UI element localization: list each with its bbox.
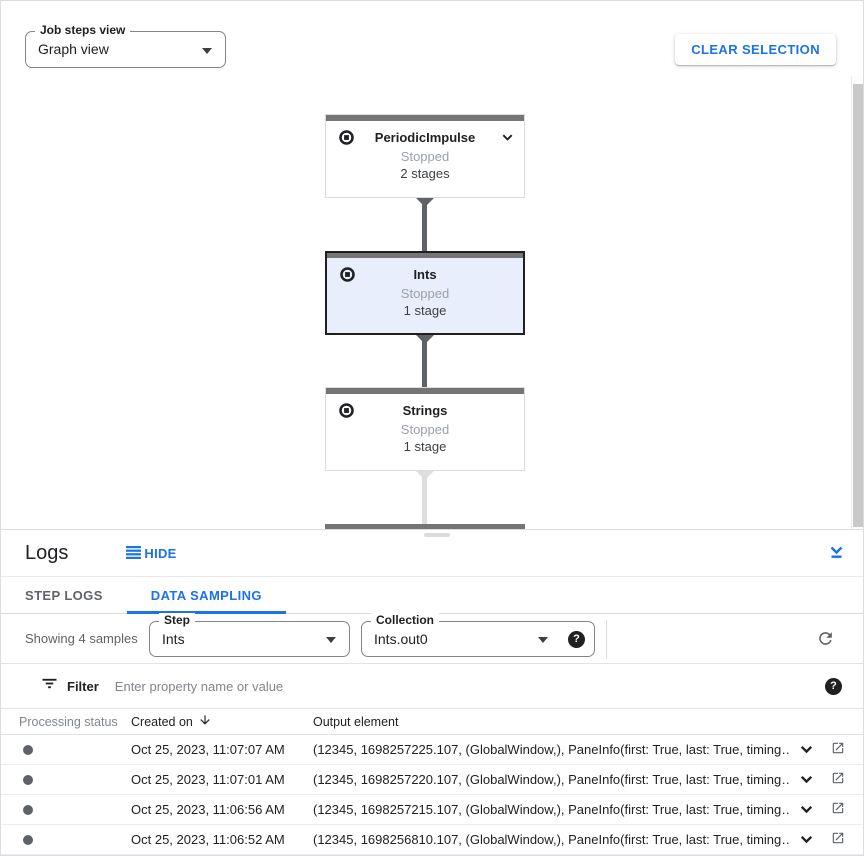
vertical-divider [606,619,607,658]
node-top-bar [326,388,524,394]
logs-tabs: STEP LOGS DATA SAMPLING [1,576,863,614]
graph-node-ints[interactable]: Ints Stopped 1 stage [325,251,525,335]
job-steps-view-value: Graph view [38,41,109,57]
step-select-value: Ints [162,630,185,647]
stopped-status-icon [339,266,356,288]
stopped-status-icon [338,129,355,151]
open-in-new-icon[interactable] [823,831,853,849]
expand-row-chevron-icon[interactable] [789,801,823,819]
logs-header: Logs HIDE [1,530,863,576]
filter-icon [41,676,58,696]
showing-samples-text: Showing 4 samples [25,631,138,646]
node-title: Ints [413,267,437,282]
collapse-panel-icon[interactable] [828,542,845,564]
created-on-cell: Oct 25, 2023, 11:07:07 AM [131,742,285,757]
stopped-status-icon [338,402,355,424]
sample-row[interactable]: Oct 25, 2023, 11:07:01 AM (12345, 169825… [1,765,863,795]
sampling-controls: Showing 4 samples Step Ints Collection I… [1,612,863,663]
sample-row[interactable]: Oct 25, 2023, 11:06:52 AM (12345, 169825… [1,825,863,855]
tab-data-sampling[interactable]: DATA SAMPLING [126,577,287,614]
column-processing-status: Processing status [19,714,118,729]
created-on-cell: Oct 25, 2023, 11:06:56 AM [131,802,285,817]
graph-node-periodicimpulse[interactable]: PeriodicImpulse Stopped 2 stages [325,114,525,198]
filter-help-icon[interactable]: ? [825,677,842,695]
filter-label: Filter [67,678,99,694]
output-element-cell: (12345, 1698257220.107, (GlobalWindow,),… [313,772,789,787]
processing-status-dot-icon [23,834,33,845]
dropdown-arrow-icon [538,636,548,643]
expand-row-chevron-icon[interactable] [789,831,823,849]
collection-select-value: Ints.out0 [374,630,428,647]
filter-input[interactable] [114,678,825,694]
dropdown-arrow-icon [326,636,336,643]
processing-status-dot-icon [23,774,33,785]
created-on-cell: Oct 25, 2023, 11:07:01 AM [131,772,285,787]
graph-node-partial-top-bar[interactable] [325,524,525,529]
edge-line [422,471,427,529]
node-status: Stopped [400,149,450,164]
column-output-element: Output element [313,714,399,729]
refresh-samples-button[interactable] [816,629,835,649]
hide-logs-button[interactable]: HIDE [126,545,176,562]
panel-resize-handle[interactable] [424,533,450,537]
dropdown-arrow-icon [202,47,212,54]
node-status: Stopped [400,286,450,301]
open-in-new-icon[interactable] [823,771,853,789]
samples-table-header: Processing status Created on Output elem… [1,708,863,735]
column-created-on[interactable]: Created on [131,713,313,730]
chevron-down-icon[interactable] [500,130,515,150]
created-on-cell: Oct 25, 2023, 11:06:52 AM [131,832,285,847]
job-graph-area: Job steps view Graph view CLEAR SELECTIO… [1,1,863,529]
edge-line [422,198,427,253]
expand-row-chevron-icon[interactable] [789,741,823,759]
collection-select-label: Collection [371,612,440,627]
job-steps-view-label: Job steps view [35,23,131,37]
edge-line [422,335,427,389]
node-title: PeriodicImpulse [374,130,476,145]
scrollbar-thumb[interactable] [853,84,863,527]
tab-step-logs[interactable]: STEP LOGS [25,587,103,603]
output-element-cell: (12345, 1698257215.107, (GlobalWindow,),… [313,802,789,817]
sample-row[interactable]: Oct 25, 2023, 11:06:56 AM (12345, 169825… [1,795,863,825]
logs-panel-title: Logs [25,541,69,564]
node-stages: 1 stage [403,439,447,454]
graph-node-strings[interactable]: Strings Stopped 1 stage [325,387,525,471]
sort-descending-icon [198,713,212,730]
hide-label: HIDE [144,545,177,561]
node-title: Strings [402,403,448,418]
graph-vertical-scrollbar[interactable] [851,76,863,529]
sample-row[interactable]: Oct 25, 2023, 11:07:07 AM (12345, 169825… [1,735,863,765]
node-top-bar [326,115,524,121]
output-element-cell: (12345, 1698257225.107, (GlobalWindow,),… [313,742,789,757]
open-in-new-icon[interactable] [823,801,853,819]
processing-status-dot-icon [23,804,33,815]
step-select-label: Step [159,612,196,627]
node-stages: 2 stages [400,166,450,181]
filter-bar: Filter ? [1,663,863,708]
collection-select[interactable]: Collection Ints.out0 ? [361,612,595,657]
node-status: Stopped [400,422,450,437]
output-element-cell: (12345, 1698256810.107, (GlobalWindow,),… [313,832,789,847]
list-lines-icon [126,545,142,562]
node-top-bar [327,253,523,258]
expand-row-chevron-icon[interactable] [789,771,823,789]
collection-help-icon[interactable]: ? [568,630,585,648]
clear-selection-button[interactable]: CLEAR SELECTION [675,34,836,65]
node-stages: 1 stage [403,303,447,318]
open-in-new-icon[interactable] [823,741,853,759]
job-steps-view-select[interactable]: Job steps view Graph view [25,23,226,68]
step-select[interactable]: Step Ints [149,612,350,657]
logs-panel: Logs HIDE STEP LOGS DATA SAMPLING Showin… [1,529,863,855]
processing-status-dot-icon [23,744,33,755]
